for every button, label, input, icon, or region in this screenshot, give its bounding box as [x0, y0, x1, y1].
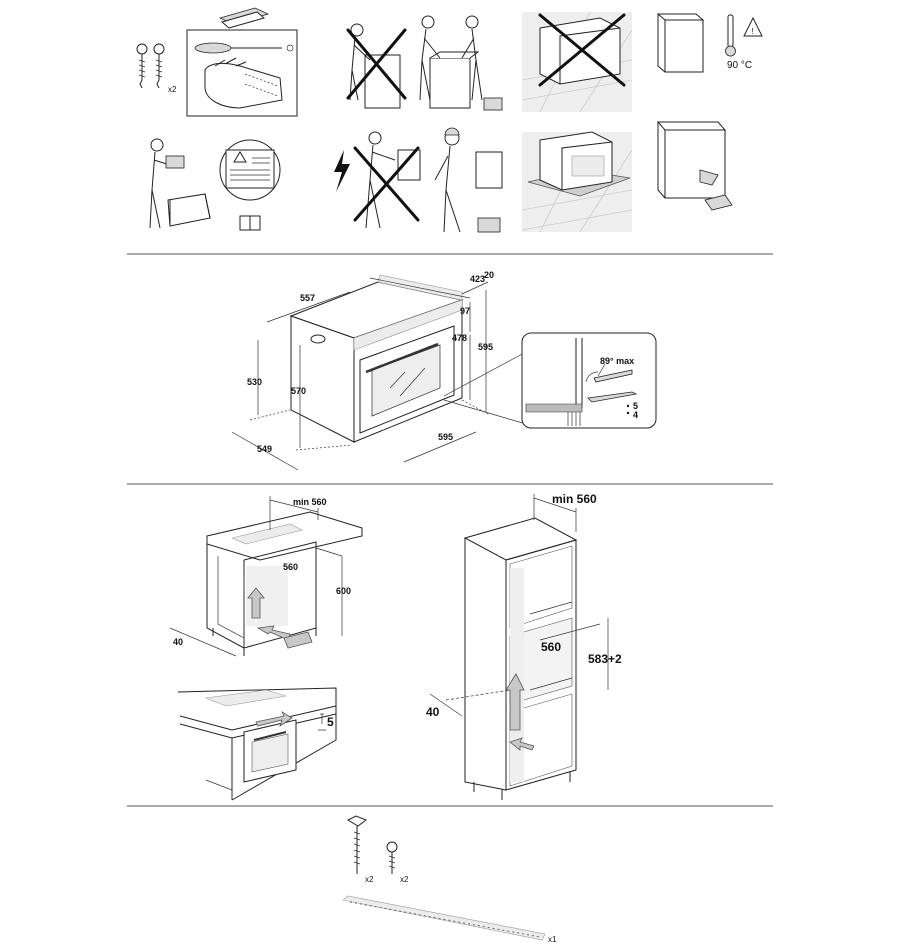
long-screw-qty: x2: [365, 875, 374, 884]
under-counter-dims: [169, 496, 343, 657]
svg-text:!: !: [752, 27, 754, 36]
dim-423: 423: [470, 274, 485, 284]
hinge-detail-drawing: [525, 338, 638, 426]
under-counter-height: 600: [336, 586, 351, 596]
callout-line: [443, 351, 527, 397]
under-counter-installed: [177, 687, 337, 801]
dim-557: 557: [300, 293, 315, 303]
oven-on-floor-icon: [521, 11, 633, 113]
tall-column-cabinet: [463, 517, 578, 800]
hinge-angle: 89° max: [600, 356, 634, 366]
dim-20: 20: [484, 270, 494, 280]
short-screw-icon: [386, 841, 398, 874]
cross-mark: [346, 28, 407, 100]
technician-icon: [434, 127, 503, 233]
dim-5: 5: [633, 401, 638, 411]
fixing-strip-icon: [342, 895, 546, 941]
fixing-strip-qty: x1: [548, 935, 557, 944]
dim-97: 97: [460, 306, 470, 316]
two-people-lifting-icon: [419, 15, 503, 111]
spacers-icon: [218, 7, 270, 29]
under-counter-top-gap: 5: [327, 715, 334, 729]
cross-mark: [538, 13, 626, 87]
thermometer-icon: [725, 14, 736, 57]
callout-line: [443, 399, 527, 425]
dim-570: 570: [291, 386, 306, 396]
person-reading-icon: [149, 138, 211, 229]
dim-478: 478: [452, 333, 467, 343]
oven-on-base-icon: [521, 131, 633, 233]
under-counter-cabinet: [206, 511, 363, 656]
short-screw-qty: x2: [400, 875, 409, 884]
column-height: 583+2: [588, 652, 622, 666]
column-depth-gap: 40: [426, 705, 440, 719]
cabinet-icon: [656, 13, 705, 73]
dim-595-width: 595: [438, 432, 453, 442]
screwdriver-icon: [194, 42, 294, 54]
temperature-label: 90 °C: [727, 60, 752, 71]
lightning-icon: [334, 150, 350, 192]
cross-mark: [353, 146, 420, 222]
under-counter-min-width: min 560: [293, 497, 327, 507]
dim-4: 4: [633, 410, 638, 420]
manual-page-icon: [225, 149, 275, 189]
under-counter-depth-gap: 40: [173, 637, 183, 647]
cabinet-cleaning-icon: [656, 121, 733, 211]
oven-3d-drawing: [289, 274, 464, 443]
column-inner-width: 560: [541, 640, 561, 654]
screws-icon: [136, 43, 165, 89]
column-min-width: min 560: [552, 492, 597, 506]
column-dims: [429, 494, 609, 717]
dim-595-height: 595: [478, 342, 493, 352]
long-screw-icon: [346, 815, 368, 874]
gloves-icon: [204, 57, 283, 109]
screws-qty: x2: [168, 85, 177, 94]
under-counter-inner-width: 560: [283, 562, 298, 572]
book-icon: [239, 215, 261, 231]
dim-549: 549: [257, 444, 272, 454]
warning-triangle-icon: [233, 151, 247, 163]
dimension-lines: [231, 277, 491, 471]
warning-triangle-icon: !: [743, 16, 763, 37]
dim-530: 530: [247, 377, 262, 387]
unqualified-install-icon: [365, 131, 421, 229]
